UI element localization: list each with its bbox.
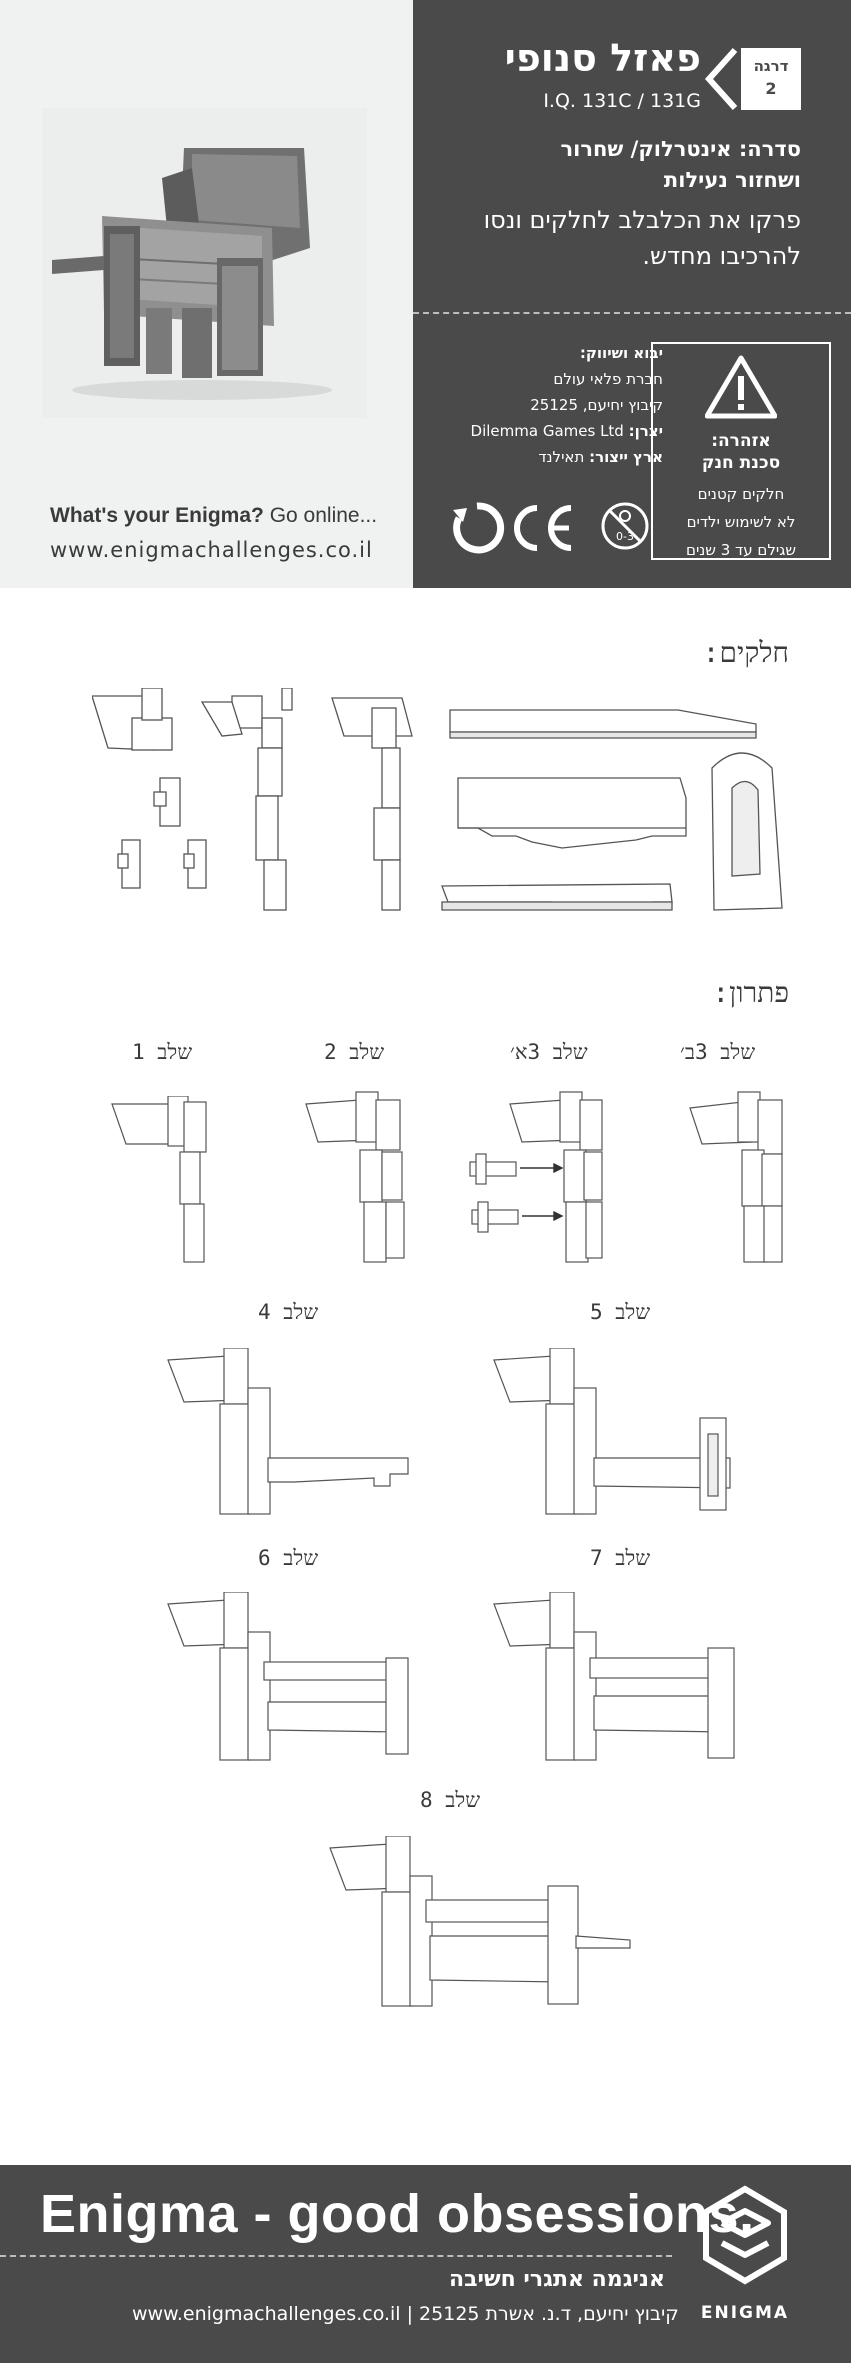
- website-link[interactable]: www.enigmachallenges.co.il: [50, 538, 373, 562]
- warning-title: אזהרה: סכנת חנק: [701, 431, 781, 473]
- divider: [413, 312, 851, 314]
- model-codes: I.Q. 131C / 131G: [543, 90, 701, 112]
- importer-info: יבוא ושיווק: חברת פלאי עולם קיבוץ יחיעם,…: [470, 344, 663, 466]
- no-small-children-icon: 0-3: [601, 502, 649, 550]
- certification-icons: 0-3: [453, 502, 649, 554]
- company-address: www.enigmachallenges.co.il | 25125 קיבוץ…: [132, 2303, 679, 2325]
- step-7-illustration: [493, 1592, 735, 1761]
- age-label: 0-3: [616, 530, 634, 543]
- step-6-illustration: [167, 1592, 409, 1761]
- level-box: דרגה 2: [741, 48, 801, 110]
- step-3a-illustration: [469, 1091, 603, 1263]
- description-text: פרקו את הכלבלב לחלקים ונסו להרכיבו מחדש.: [483, 206, 801, 270]
- step-1-illustration: [111, 1096, 207, 1263]
- puzzle-photo: [42, 108, 367, 418]
- step-2-label: שלב 2: [324, 1040, 385, 1064]
- step-5-label: שלב 5: [590, 1300, 651, 1324]
- info-panel: דרגה 2 פאזל סנופי I.Q. 131C / 131G סדרה:…: [413, 0, 851, 588]
- level-badge: דרגה 2: [697, 48, 801, 110]
- photo-panel: What's your Enigma? Go online... www.eni…: [0, 0, 413, 588]
- ce-mark-icon: [514, 505, 572, 551]
- step-5-illustration: [493, 1348, 731, 1515]
- level-word: דרגה: [753, 57, 789, 75]
- product-title: פאזל סנופי: [504, 36, 701, 80]
- step-2-illustration: [305, 1091, 405, 1263]
- chevron-left-icon: [704, 48, 738, 110]
- step-4-illustration: [167, 1348, 409, 1515]
- enigma-logo-icon: [703, 2185, 787, 2285]
- series-text: סדרה: אינטרלוק/ שחרור ושחזור נעילות: [560, 137, 802, 192]
- footer-divider: [0, 2255, 672, 2257]
- level-number: 2: [765, 79, 777, 98]
- parts-illustration: [92, 688, 783, 911]
- step-4-label: שלב 4: [258, 1300, 319, 1324]
- step-3b-label: שלב 3ב׳: [680, 1040, 756, 1064]
- slogan: Enigma - good obsessions.: [40, 2184, 755, 2244]
- step-8-illustration: [329, 1836, 631, 2007]
- footer: Enigma - good obsessions. אניגמה אתגרי ח…: [0, 2165, 851, 2363]
- company-hebrew-name: אניגמה אתגרי חשיבה: [448, 2267, 665, 2292]
- step-7-label: שלב 7: [590, 1546, 651, 1570]
- recycle-icon: [453, 502, 505, 554]
- warning-box: אזהרה: סכנת חנק חלקים קטנים לא לשימוש יל…: [651, 342, 831, 560]
- product-header: What's your Enigma? Go online... www.eni…: [0, 0, 851, 588]
- parts-title: חלקים:: [702, 636, 789, 669]
- warning-triangle-icon: [705, 355, 777, 419]
- step-1-label: שלב 1: [132, 1040, 193, 1064]
- solution-title: פתרון:: [712, 976, 789, 1009]
- tagline: What's your Enigma? Go online...: [50, 504, 378, 527]
- step-6-label: שלב 6: [258, 1546, 319, 1570]
- brand-name: ENIGMA: [700, 2303, 790, 2323]
- step-3a-label: שלב 3א׳: [510, 1040, 588, 1064]
- warning-body: חלקים קטנים לא לשימוש ילדים שגילם עד 3 ש…: [685, 485, 797, 559]
- step-3b-illustration: [689, 1091, 783, 1263]
- step-8-label: שלב 8: [420, 1788, 481, 1812]
